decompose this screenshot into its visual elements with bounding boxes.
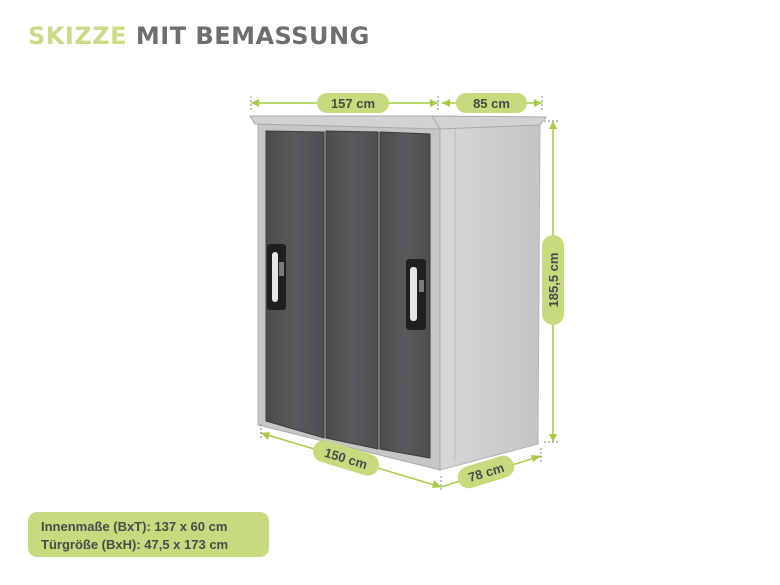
- door-left: [265, 130, 325, 439]
- dim-label-top-width: 157 cm: [317, 93, 389, 113]
- info-inner-dimensions: Innenmaße (BxT): 137 x 60 cm: [41, 519, 228, 534]
- door-handle-right: [406, 259, 426, 330]
- door-middle: [325, 130, 379, 450]
- dim-label-height: 185,5 cm: [542, 235, 564, 325]
- info-box: Innenmaße (BxT): 137 x 60 cm Türgröße (B…: [28, 512, 269, 557]
- page-title: SKIZZE MIT BEMASSUNG: [28, 22, 370, 50]
- door-handle-left: [267, 244, 286, 310]
- dim-label-top-depth: 85 cm: [456, 93, 527, 113]
- svg-text:85 cm: 85 cm: [473, 96, 510, 111]
- shed-side-panel: [429, 121, 541, 471]
- door-right: [379, 131, 431, 459]
- title-rest: MIT BEMASSUNG: [135, 22, 370, 50]
- title-highlight: SKIZZE: [28, 22, 128, 50]
- svg-text:185,5 cm: 185,5 cm: [546, 253, 561, 308]
- info-door-size: Türgröße (BxH): 47,5 x 173 cm: [41, 537, 229, 552]
- roof-edge: [431, 115, 441, 130]
- shed: [249, 115, 547, 471]
- svg-text:157 cm: 157 cm: [331, 96, 375, 111]
